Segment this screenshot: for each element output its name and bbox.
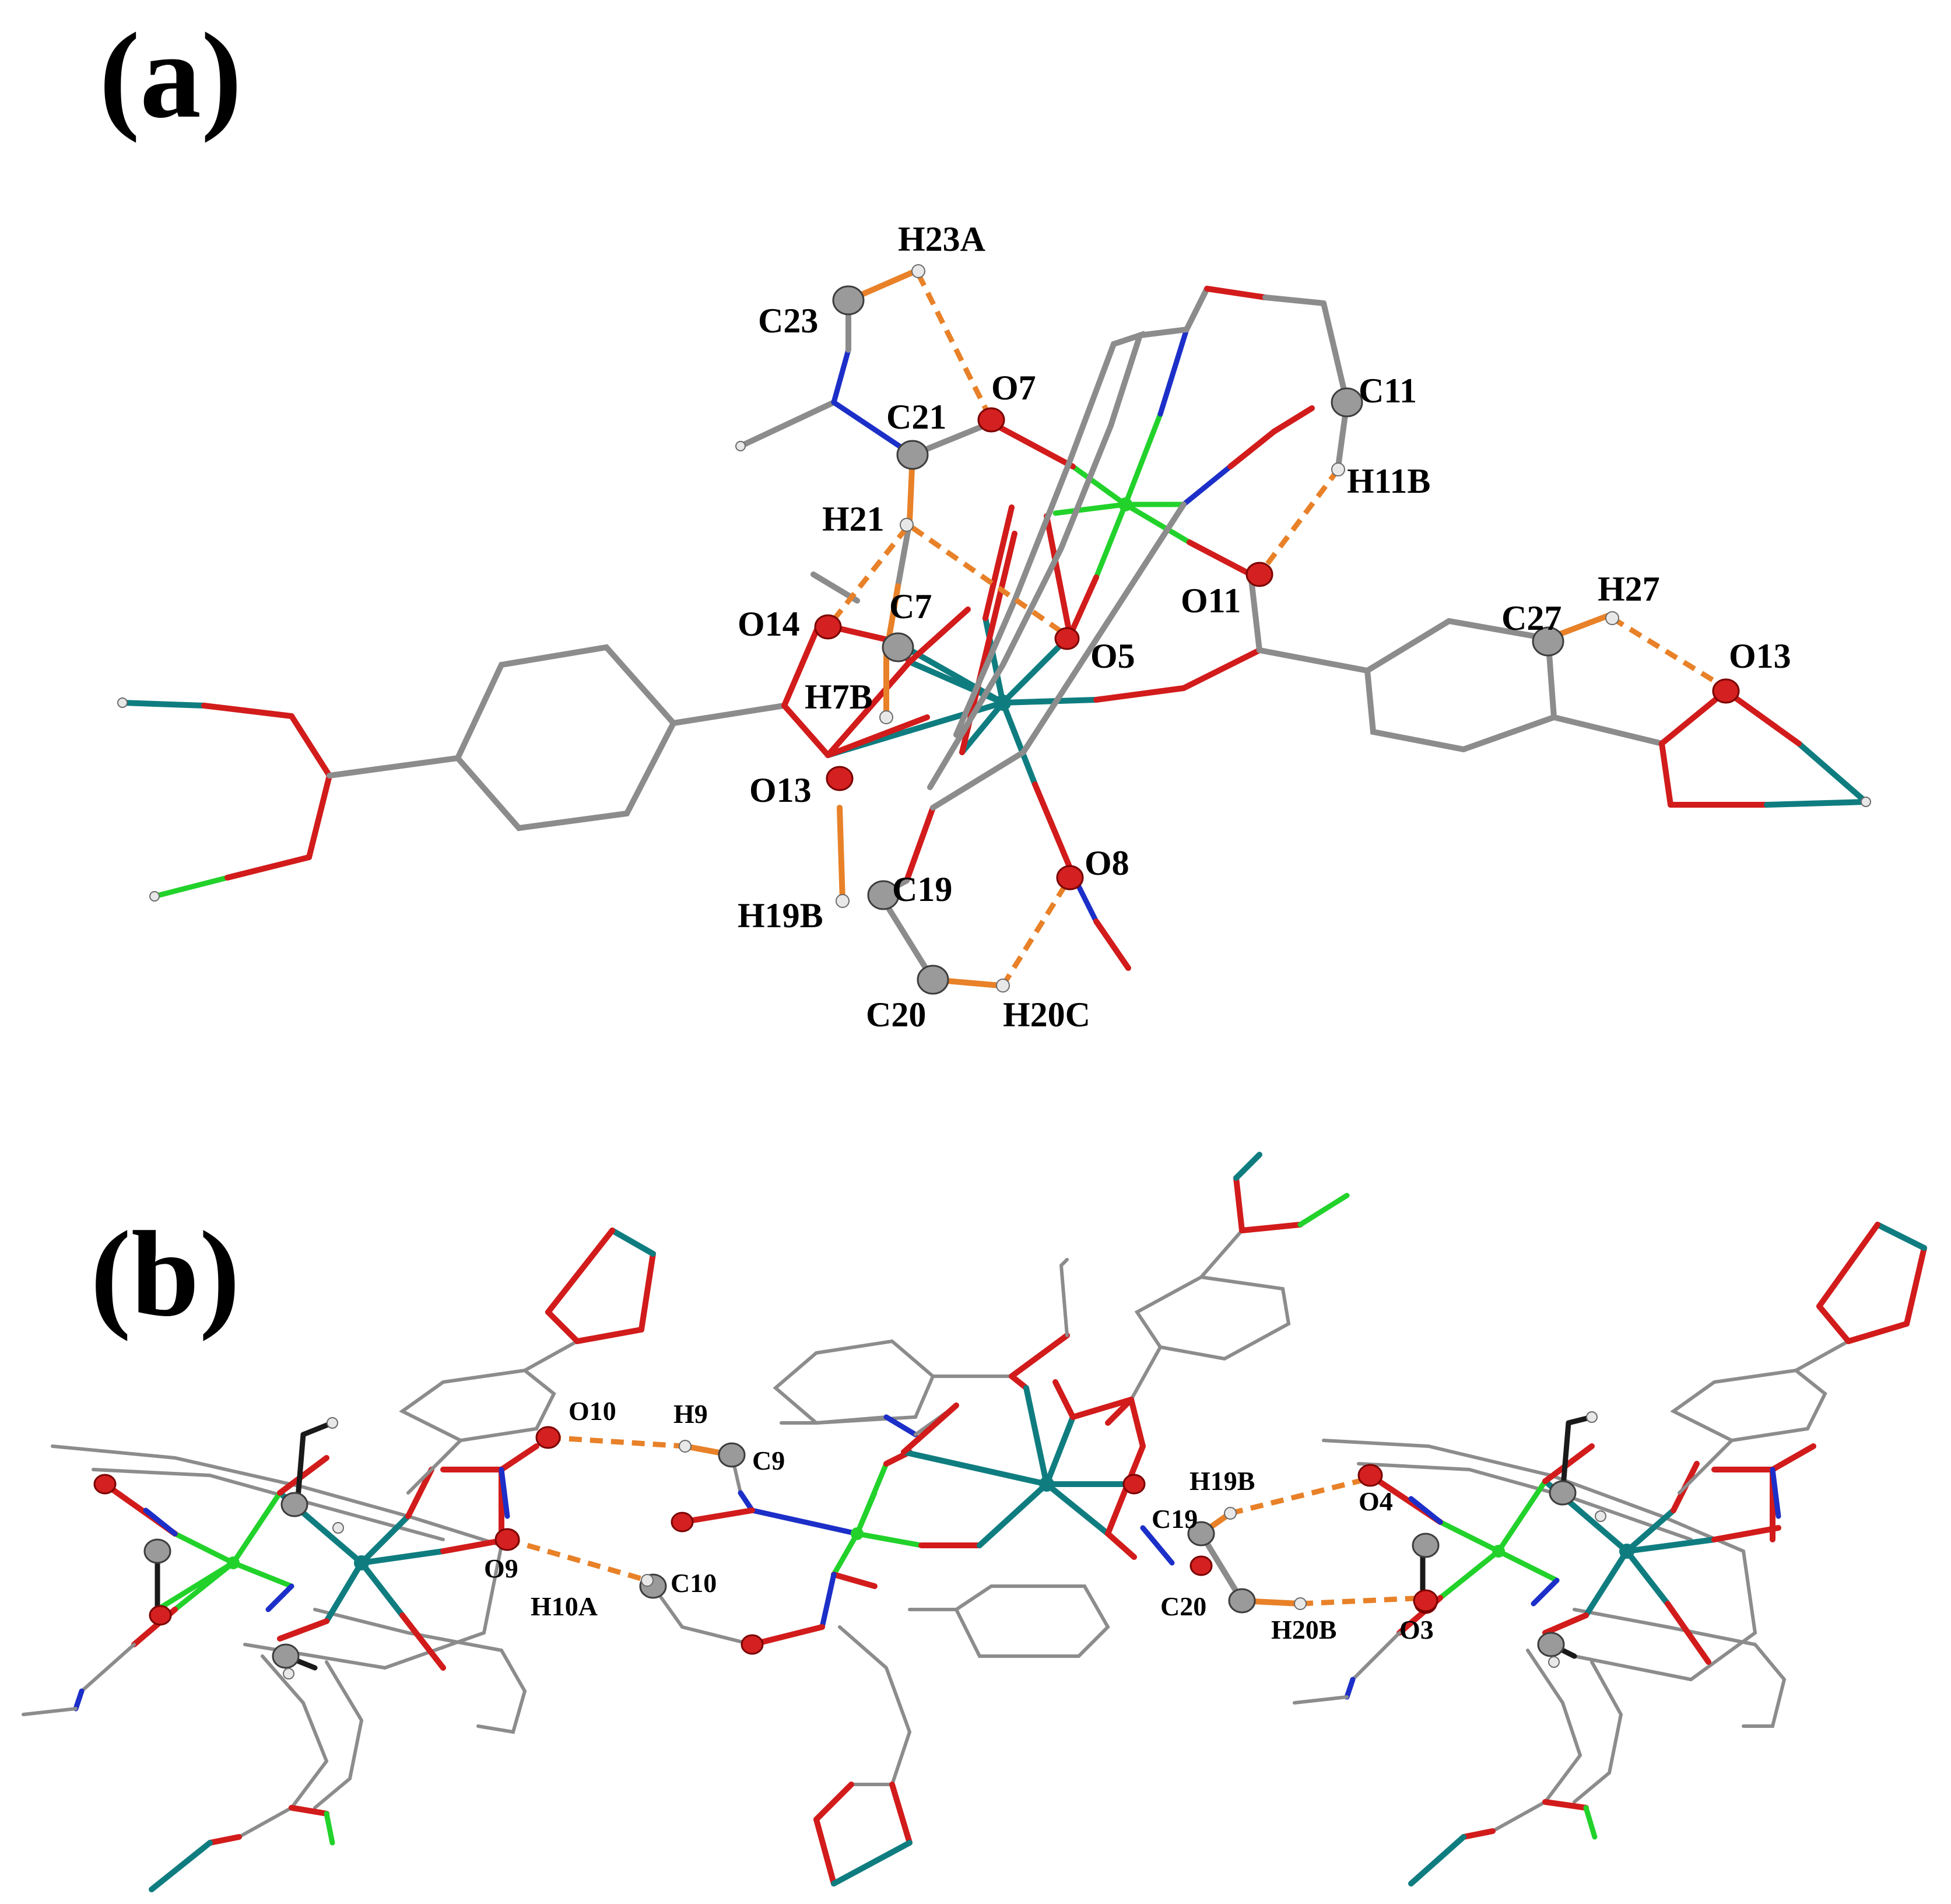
label-h10a: H10A (531, 1591, 598, 1621)
label-o13-right: O13 (1729, 637, 1791, 675)
label-o8: O8 (1085, 844, 1129, 882)
label-c20: C20 (1160, 1591, 1206, 1621)
label-o14: O14 (738, 605, 800, 643)
label-c21: C21 (886, 398, 946, 436)
panel-a-atoms (814, 264, 1740, 995)
label-o7: O7 (991, 369, 1036, 407)
label-c19: C19 (1152, 1504, 1198, 1534)
label-h27: H27 (1598, 570, 1660, 608)
label-c20: C20 (866, 995, 926, 1034)
label-o5: O5 (1090, 637, 1135, 675)
label-c23: C23 (758, 301, 818, 340)
label-o3: O3 (1399, 1615, 1434, 1644)
label-c7: C7 (889, 587, 932, 626)
label-c10: C10 (671, 1568, 717, 1598)
panel-b-right-cluster (1293, 1222, 1927, 1887)
label-h9: H9 (673, 1399, 708, 1429)
label-h23a: H23A (898, 220, 985, 258)
panel-b-left-cluster (22, 1228, 656, 1892)
label-h19b: H19B (1189, 1466, 1255, 1496)
label-h7b: H7B (805, 678, 873, 716)
panel-a: (a) (99, 8, 1871, 1034)
panel-b-atom-labels: O10 H9 C9 O9 H10A C10 H19B C19 O4 C20 H2… (484, 1396, 1434, 1644)
panel-b-label: (b) (90, 1207, 240, 1342)
label-h20b: H20B (1271, 1615, 1336, 1644)
panel-a-left-ligand (117, 621, 831, 902)
label-o9: O9 (484, 1554, 518, 1583)
label-o11: O11 (1181, 581, 1241, 620)
label-c27: C27 (1501, 599, 1561, 637)
panel-b-central-cluster (651, 1152, 1350, 1887)
label-h21: H21 (822, 500, 885, 538)
label-c19: C19 (892, 870, 952, 909)
label-h19b: H19B (738, 896, 823, 935)
label-o4: O4 (1359, 1486, 1393, 1516)
label-o13-left: O13 (749, 771, 812, 809)
label-h11b: H11B (1347, 462, 1430, 500)
panel-a-metal-cluster (816, 286, 1350, 883)
panel-a-right-ligand (1181, 571, 1871, 808)
label-h20c: H20C (1003, 995, 1090, 1034)
panel-a-hydrogen-bonds (826, 272, 1728, 987)
panel-b: (b) (22, 1152, 1927, 1892)
label-c11: C11 (1359, 371, 1417, 410)
panel-a-label: (a) (99, 8, 242, 143)
label-c9: C9 (752, 1446, 785, 1475)
panel-b-hydrogen-bonds (494, 1426, 1438, 1614)
panel-a-atom-labels: H23A C23 C21 O7 C11 H11B H21 O11 H27 C27… (738, 220, 1791, 1034)
panel-a-top-ligand (735, 268, 1350, 720)
label-o10: O10 (569, 1396, 616, 1426)
